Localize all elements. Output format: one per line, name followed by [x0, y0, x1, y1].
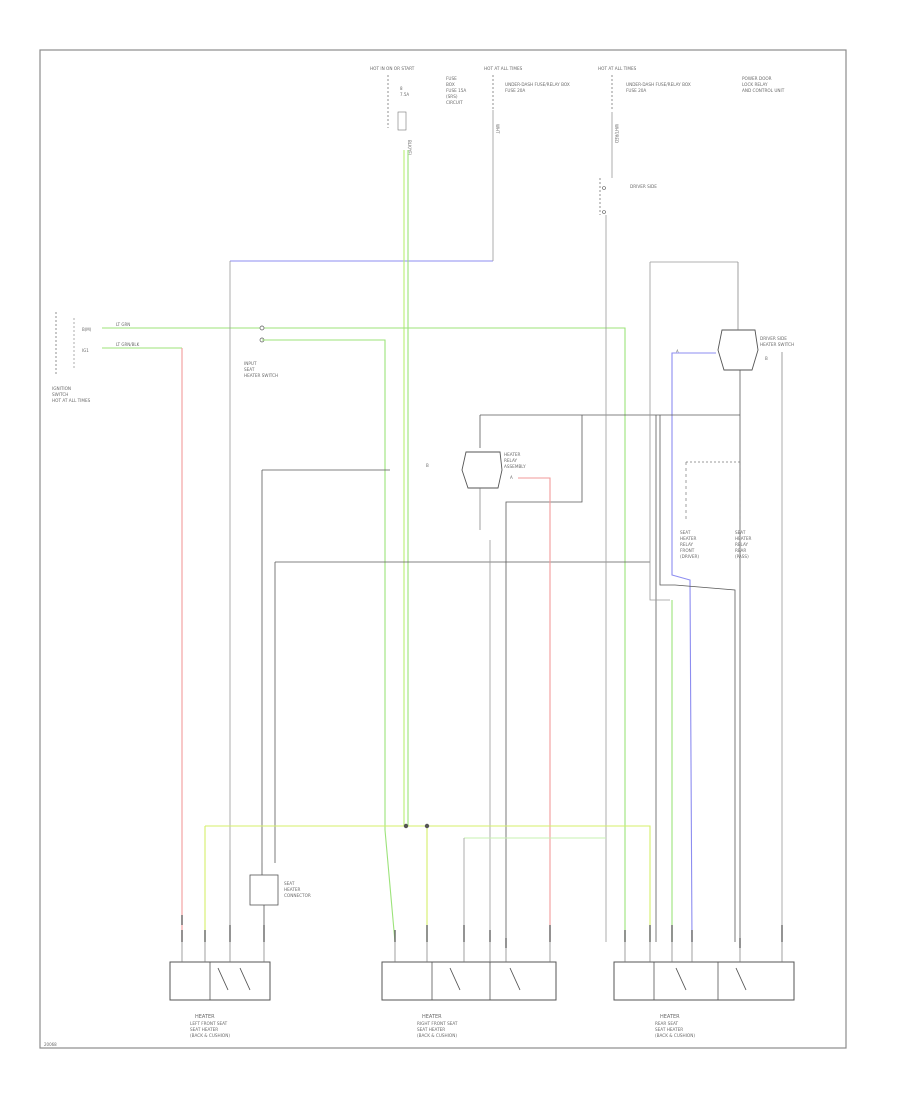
svg-text:ASSEMBLY: ASSEMBLY — [504, 464, 526, 469]
svg-text:B: B — [765, 356, 768, 361]
svg-text:RELAY: RELAY — [680, 542, 694, 547]
svg-text:CIRCUIT: CIRCUIT — [446, 100, 463, 105]
svg-text:HOT IN ON OR START: HOT IN ON OR START — [370, 66, 415, 71]
junction-dot-2 — [424, 823, 430, 829]
inline-connector: SEAT HEATER CONNECTOR — [249, 863, 311, 942]
svg-text:(DRIVER): (DRIVER) — [680, 554, 699, 559]
top-source-2: HOT AT ALL TIMES UNDER-DASH FUSE/RELAY B… — [484, 66, 570, 110]
svg-text:DRIVER SIDE: DRIVER SIDE — [760, 336, 787, 341]
svg-text:HEATER: HEATER — [422, 1014, 442, 1020]
ignition-switch: B(M) IG1 IGNITION SWITCH HOT AT ALL TIME… — [52, 312, 92, 403]
top-source-1: HOT IN ON OR START 8 7.5A FUSE BOX FUSE … — [370, 66, 466, 131]
svg-text:CONNECTOR: CONNECTOR — [284, 893, 311, 898]
svg-text:SEAT: SEAT — [735, 530, 746, 535]
svg-text:HEATER: HEATER — [735, 536, 752, 541]
red-wire-right — [518, 477, 551, 942]
svg-text:(BACK & CUSHION): (BACK & CUSHION) — [190, 1033, 230, 1038]
wire-code-ltgrn: LT GRN — [116, 322, 130, 327]
svg-text:7.5A: 7.5A — [400, 92, 409, 97]
svg-text:SEAT: SEAT — [680, 530, 691, 535]
component-leads — [181, 942, 783, 962]
svg-text:A: A — [676, 349, 679, 354]
svg-text:HOT AT ALL TIMES: HOT AT ALL TIMES — [598, 66, 637, 71]
svg-text:FRONT: FRONT — [680, 548, 695, 553]
top-source-3: HOT AT ALL TIMES UNDER-DASH FUSE/RELAY B… — [598, 66, 691, 110]
svg-text:HEATER: HEATER — [680, 536, 697, 541]
svg-text:UNDER-DASH FUSE/RELAY BOX: UNDER-DASH FUSE/RELAY BOX — [505, 82, 570, 87]
svg-text:HEATER: HEATER — [504, 452, 521, 457]
svg-text:BOX: BOX — [446, 82, 455, 87]
black-wire-v3 — [659, 415, 736, 942]
svg-text:IG1: IG1 — [82, 348, 89, 353]
gray-wire-wht — [605, 112, 613, 942]
svg-text:SEAT: SEAT — [284, 881, 295, 886]
svg-text:LEFT FRONT SEAT: LEFT FRONT SEAT — [190, 1021, 228, 1026]
svg-text:RELAY: RELAY — [504, 458, 518, 463]
gray-wire-right — [649, 262, 670, 601]
black-wire-rl — [505, 415, 583, 942]
svg-text:B(M): B(M) — [82, 327, 92, 332]
center-relay: HEATER RELAY ASSEMBLY B A — [426, 451, 526, 530]
svg-text:IGNITION: IGNITION — [52, 386, 71, 391]
inline-fuse-3: DRIVER SIDE — [599, 178, 657, 215]
wire-code-blk-yel: BLK/YEL — [407, 140, 412, 157]
wire-code-wht: WHT — [495, 124, 500, 134]
svg-text:(SRS): (SRS) — [446, 94, 458, 99]
svg-text:SEAT HEATER: SEAT HEATER — [190, 1027, 218, 1032]
svg-text:FUSE: FUSE — [446, 76, 457, 81]
blue-wire-right — [671, 352, 716, 943]
svg-text:FUSE 15A: FUSE 15A — [446, 88, 466, 93]
svg-text:REAR: REAR — [735, 548, 746, 553]
svg-text:FUSE 20A: FUSE 20A — [626, 88, 646, 93]
svg-text:POWER DOOR: POWER DOOR — [742, 76, 772, 81]
svg-text:HEATER SWITCH: HEATER SWITCH — [244, 373, 278, 378]
svg-text:REAR SEAT: REAR SEAT — [655, 1021, 679, 1026]
mid-switch: INPUT SEAT HEATER SWITCH — [244, 325, 278, 378]
svg-text:HEATER: HEATER — [660, 1014, 680, 1020]
svg-text:DRIVER SIDE: DRIVER SIDE — [630, 184, 657, 189]
connector-ticks — [181, 915, 783, 948]
svg-text:RELAY: RELAY — [735, 542, 749, 547]
seat-heater-relays: SEAT HEATER RELAY FRONT (DRIVER) SEAT HE… — [680, 461, 752, 559]
junction-dot-1 — [403, 823, 409, 829]
svg-text:HOT AT ALL TIMES: HOT AT ALL TIMES — [484, 66, 523, 71]
svg-text:8: 8 — [400, 86, 403, 91]
wire-code-wht-red: WHT/RED — [614, 124, 619, 143]
wire-code-ltgrn-blk: LT GRN/BLK — [116, 342, 140, 347]
svg-text:HEATER: HEATER — [195, 1014, 215, 1020]
svg-text:SWITCH: SWITCH — [52, 392, 68, 397]
diagram-frame — [39, 49, 847, 1049]
svg-text:SEAT HEATER: SEAT HEATER — [655, 1027, 683, 1032]
figure-id: 20068 — [44, 1042, 57, 1047]
svg-text:SEAT: SEAT — [244, 367, 255, 372]
green-ign-wire — [102, 327, 626, 942]
svg-text:(BACK & CUSHION): (BACK & CUSHION) — [655, 1033, 695, 1038]
svg-text:LOCK RELAY: LOCK RELAY — [742, 82, 768, 87]
svg-text:SEAT HEATER: SEAT HEATER — [417, 1027, 445, 1032]
heater-right: HEATER REAR SEAT SEAT HEATER (BACK & CUS… — [613, 961, 795, 1038]
svg-text:RIGHT FRONT SEAT: RIGHT FRONT SEAT — [417, 1021, 458, 1026]
svg-text:(BACK & CUSHION): (BACK & CUSHION) — [417, 1033, 457, 1038]
svg-text:UNDER-DASH FUSE/RELAY BOX: UNDER-DASH FUSE/RELAY BOX — [626, 82, 691, 87]
svg-text:AND CONTROL UNIT: AND CONTROL UNIT — [742, 88, 785, 93]
heater-left: HEATER LEFT FRONT SEAT SEAT HEATER (BACK… — [169, 961, 271, 1038]
heater-center: HEATER RIGHT FRONT SEAT SEAT HEATER (BAC… — [381, 961, 557, 1038]
black-wire-conn — [261, 469, 390, 863]
top-right-note: POWER DOOR LOCK RELAY AND CONTROL UNIT — [742, 76, 785, 93]
yellow-green-bus — [205, 825, 651, 942]
svg-text:FUSE 20A: FUSE 20A — [505, 88, 525, 93]
svg-text:A: A — [510, 475, 513, 480]
svg-text:HEATER: HEATER — [284, 887, 301, 892]
right-connector: DRIVER SIDE HEATER SWITCH A B — [650, 261, 794, 390]
svg-text:HOT AT ALL TIMES: HOT AT ALL TIMES — [52, 398, 91, 403]
svg-text:INPUT: INPUT — [244, 361, 257, 366]
green-mid-wire — [262, 339, 396, 943]
svg-text:HEATER SWITCH: HEATER SWITCH — [760, 342, 794, 347]
svg-text:(PASS): (PASS) — [735, 554, 749, 559]
svg-text:B: B — [426, 463, 429, 468]
